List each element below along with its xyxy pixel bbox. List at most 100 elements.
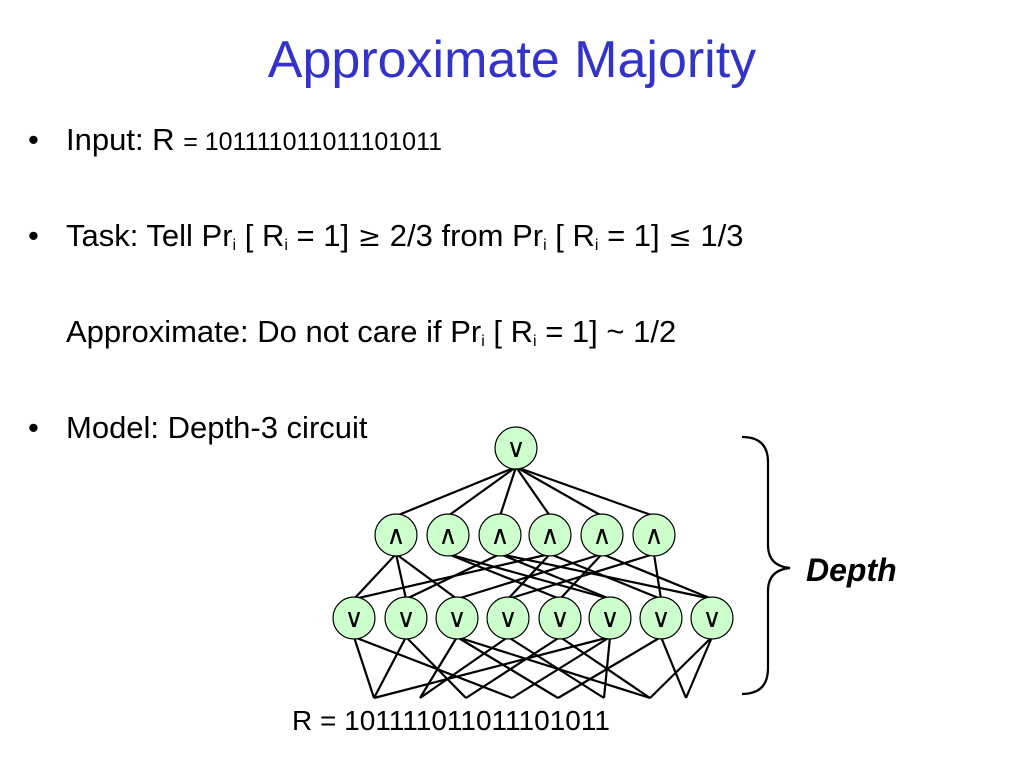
- circuit-wire: [447, 466, 517, 517]
- circuit-wire: [353, 635, 513, 700]
- bullet-model: • Model: Depth-3 circuit: [28, 410, 368, 446]
- and-gate-3: ∧: [478, 513, 522, 557]
- bullet-dot: •: [28, 410, 39, 445]
- and-gate-4-circle: [528, 513, 572, 557]
- or-gate-bottom-2-symbol: ∨: [396, 604, 415, 634]
- or-gate-bottom-8-circle: [690, 596, 734, 640]
- and-gate-4-symbol: ∧: [540, 521, 559, 551]
- approximate-line: Approximate: Do not care if Pri [ Ri = 1…: [66, 314, 676, 350]
- approx-sub-2: i: [533, 333, 537, 350]
- slide-title: Approximate Majority: [267, 31, 757, 89]
- task-text-5: [ R: [546, 218, 595, 253]
- or-gate-bottom-5-symbol: ∨: [550, 604, 569, 634]
- circuit-wire: [659, 636, 688, 699]
- approx-text-3: = 1] ~ 1/2: [536, 314, 677, 349]
- depth-label: Depth: [806, 552, 897, 588]
- task-text-4: 2/3 from Pr: [381, 218, 544, 253]
- and-gate-5-circle: [580, 513, 624, 557]
- or-gate-bottom-5-circle: [538, 596, 582, 640]
- or-gate-bottom-5: ∨: [538, 596, 582, 640]
- or-gate-bottom-2: ∨: [384, 596, 428, 640]
- circuit-wire: [602, 636, 612, 699]
- input-value: 101111011011101011: [204, 128, 443, 156]
- or-gate-bottom-1: ∨: [332, 596, 376, 640]
- circuit-wire: [395, 465, 517, 518]
- or-gate-bottom-6-symbol: ∨: [600, 604, 619, 634]
- and-gate-3-circle: [478, 513, 522, 557]
- or-gate-bottom-6-circle: [588, 596, 632, 640]
- and-gate-6-symbol: ∧: [644, 521, 663, 551]
- circuit-wire: [557, 636, 662, 699]
- task-text-1: Task: Tell Pr: [66, 218, 233, 253]
- or-gate-bottom-7-circle: [639, 596, 683, 640]
- circuit-wire: [515, 465, 655, 518]
- circuit-wire: [652, 553, 663, 600]
- circuit-wire: [373, 635, 611, 700]
- task-text-7: 1/3: [691, 218, 744, 253]
- or-gate-bottom-7: ∨: [639, 596, 683, 640]
- or-gate-bottom-3-circle: [435, 596, 479, 640]
- task-text-6: = 1]: [598, 218, 669, 253]
- bullet-dot: •: [28, 122, 39, 157]
- or-gate-bottom-8: ∨: [690, 596, 734, 640]
- or-gate-top: ∨: [494, 426, 538, 470]
- circuit-wire: [498, 466, 518, 517]
- task-sub-1: i: [232, 237, 237, 254]
- circuit-wire: [515, 466, 551, 517]
- circuit-wire: [447, 552, 561, 601]
- and-gate-2: ∧: [426, 513, 470, 557]
- circuit-wire: [511, 636, 611, 699]
- model-text: Model: Depth-3 circuit: [66, 410, 368, 445]
- circuit-wire: [649, 636, 713, 699]
- and-gate-5: ∧: [580, 513, 624, 557]
- or-gate-top-symbol: ∨: [506, 434, 525, 464]
- task-sub-3: i: [543, 237, 547, 254]
- input-label: Input: R: [66, 122, 184, 157]
- or-gate-top-circle: [494, 426, 538, 470]
- or-gate-bottom-3: ∨: [435, 596, 479, 640]
- circuit-wire: [419, 636, 458, 699]
- or-gate-bottom-7-symbol: ∨: [651, 604, 670, 634]
- bullet-task: • Task: Tell Pri [ Ri = 1] ≥ 2/3 from Pr…: [28, 218, 744, 254]
- or-gate-bottom-4: ∨: [486, 596, 530, 640]
- and-gate-1-symbol: ∧: [386, 521, 405, 551]
- circuit-wire: [395, 553, 458, 600]
- bullet-input: • Input: R = 101111011011101011: [28, 122, 443, 158]
- approx-sub-1: i: [481, 333, 485, 350]
- circuit-wire: [684, 636, 714, 699]
- and-gate-3-symbol: ∧: [490, 521, 509, 551]
- or-gate-bottom-6: ∨: [588, 596, 632, 640]
- task-text-3: = 1]: [287, 218, 358, 253]
- circuit-wire: [499, 552, 713, 601]
- or-gate-bottom-1-symbol: ∨: [344, 604, 363, 634]
- or-gate-bottom-2-circle: [384, 596, 428, 640]
- and-gate-1-circle: [374, 513, 418, 557]
- circuit-wire: [447, 552, 611, 601]
- geq-symbol: ≥: [357, 220, 382, 253]
- circuit-wire: [465, 636, 561, 699]
- input-eq: =: [183, 128, 205, 156]
- circuit-wire: [456, 635, 651, 700]
- circuit-nodes: ∨ ∧ ∧ ∧ ∧ ∧ ∧ ∨ ∨ ∨ ∨ ∨ ∨ ∨ ∨: [332, 426, 734, 640]
- circuit-wire: [394, 553, 408, 600]
- or-gate-bottom-8-symbol: ∨: [702, 604, 721, 634]
- or-gate-bottom-4-symbol: ∨: [498, 604, 517, 634]
- circuit-wire: [353, 553, 397, 600]
- circuit-wire: [373, 636, 407, 699]
- circuit-wire: [405, 636, 467, 699]
- circuit-wire: [515, 466, 603, 517]
- circuit-wire: [559, 553, 603, 600]
- approx-text-1: Approximate: Do not care if Pr: [66, 314, 482, 349]
- and-gate-6-circle: [632, 513, 676, 557]
- task-sub-4: i: [594, 237, 599, 254]
- circuit-wire: [419, 636, 509, 699]
- circuit-edges: [352, 465, 714, 700]
- and-gate-1: ∧: [374, 513, 418, 557]
- and-gate-4: ∧: [528, 513, 572, 557]
- or-gate-bottom-4-circle: [486, 596, 530, 640]
- and-gate-2-circle: [426, 513, 470, 557]
- circuit-wire: [456, 636, 559, 699]
- approx-text-2: [ R: [484, 314, 534, 349]
- circuit-wire: [352, 636, 376, 699]
